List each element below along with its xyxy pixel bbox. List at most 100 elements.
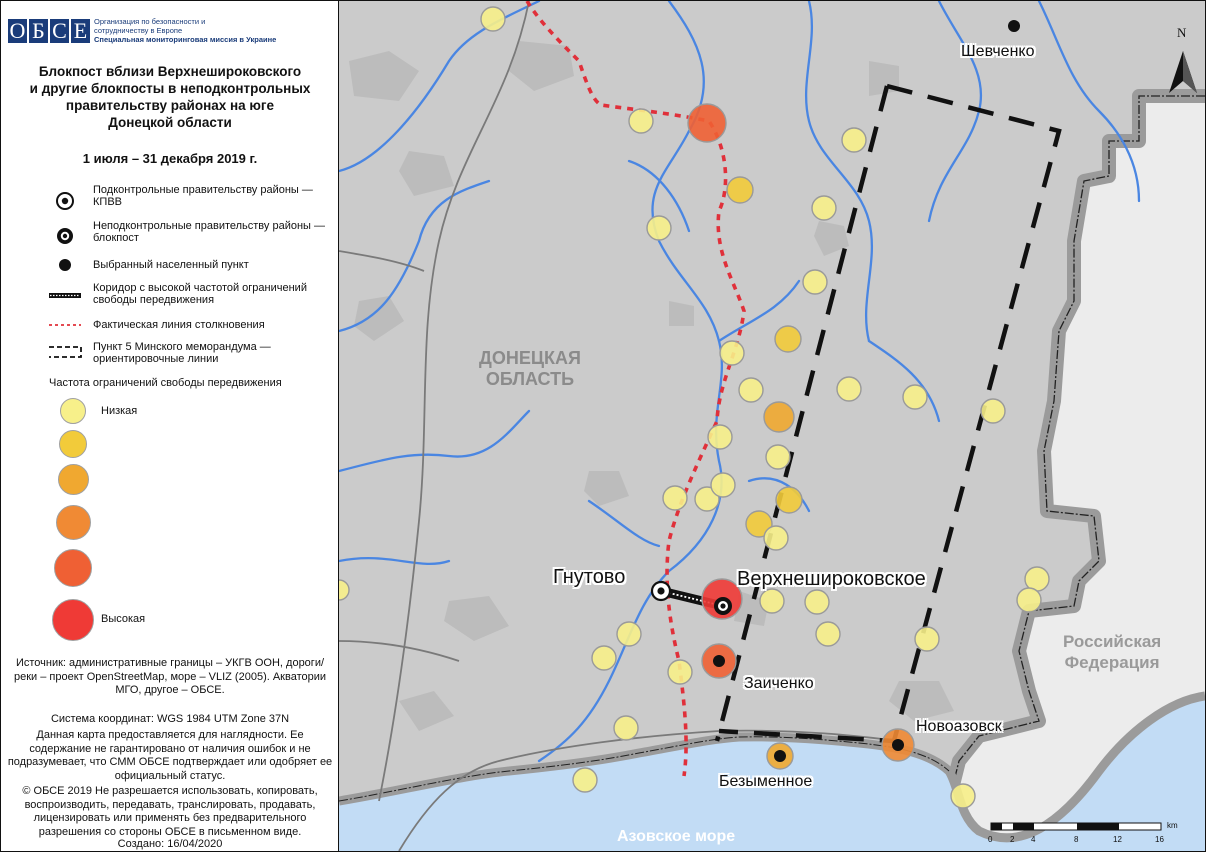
- legend-symbols: [49, 192, 81, 326]
- frequency-marker: [719, 340, 745, 366]
- map-graphics: [339, 1, 1205, 851]
- frequency-marker: [841, 127, 867, 153]
- legend-panel: О Б С Е Организация по безопасности и со…: [1, 1, 339, 851]
- created-date: Создано: 16/04/2020: [117, 838, 223, 850]
- title-line: Блокпост вблизи Верхнешироковского: [38, 64, 302, 79]
- north-arrow-icon: [1169, 51, 1197, 93]
- frequency-markers: [339, 6, 1050, 809]
- disclaimer: Данная карта предоставляется для наглядн…: [7, 729, 333, 782]
- frequency-marker: [591, 645, 617, 671]
- frequency-marker: [815, 621, 841, 647]
- frequency-marker: [687, 103, 727, 143]
- frequency-marker: [707, 424, 733, 450]
- frequency-level-circle: [52, 599, 94, 641]
- frequency-marker: [616, 621, 642, 647]
- frequency-marker: [980, 398, 1006, 424]
- source-credit: Источник: административные границы – УКГ…: [13, 657, 327, 696]
- scale-tick: 8: [1074, 835, 1079, 844]
- scale-tick: 12: [1113, 835, 1122, 844]
- frequency-marker: [694, 486, 720, 512]
- label-country: Российская Федерация: [1063, 631, 1161, 673]
- country-line: Российская: [1063, 632, 1162, 651]
- country-line: Федерация: [1064, 653, 1160, 672]
- scale-tick: 2: [1010, 835, 1015, 844]
- title-line: Донецкой области: [108, 115, 232, 130]
- frequency-marker: [710, 472, 736, 498]
- contact-line: [525, 1, 746, 777]
- scale-tick: 0: [988, 835, 993, 844]
- region-line: ДОНЕЦКАЯ: [479, 348, 581, 368]
- osce-logo-letters: О Б С Е: [8, 17, 90, 43]
- legend-label-memorandum: Пункт 5 Минского меморандума — ориентиро…: [93, 341, 271, 365]
- settlement-novoazovsk-icon: [892, 739, 904, 751]
- logo-letter: С: [50, 18, 69, 43]
- frequency-marker: [775, 486, 803, 514]
- state-border: [928, 95, 1205, 851]
- checkpoint-icon: [56, 192, 74, 210]
- frequency-marker: [765, 444, 791, 470]
- logo-letter: О: [8, 17, 27, 43]
- blockpost-verkhnyshyrokovske-icon: [714, 597, 732, 615]
- frequency-marker: [914, 626, 940, 652]
- label-sea: Азовское море: [617, 828, 736, 845]
- frequency-level-circle: [60, 398, 86, 424]
- north-label: N: [1177, 25, 1187, 40]
- frequency-marker: [738, 377, 764, 403]
- frequency-marker: [662, 485, 688, 511]
- logo-text: Организация по безопасности и сотрудниче…: [94, 17, 276, 44]
- label-zaichenko: Заиченко: [744, 675, 814, 692]
- frequency-level-circle: [54, 549, 92, 587]
- legend-label-contact-line: Фактическая линия столкновения: [93, 319, 265, 331]
- settlement-zaichenko-icon: [713, 655, 725, 667]
- frequency-title: Частота ограничений свободы передвижения: [49, 377, 282, 389]
- title-line: правительству районах на юге: [65, 98, 275, 113]
- frequency-marker: [646, 215, 672, 241]
- frequency-marker: [763, 401, 795, 433]
- osce-logo: О Б С Е Организация по безопасности и со…: [8, 17, 276, 44]
- frequency-marker: [802, 269, 828, 295]
- checkpoint-gnutovo-icon: [650, 580, 672, 602]
- frequency-marker: [1016, 587, 1042, 613]
- memorandum-line-icon: [49, 346, 82, 358]
- scale-unit: km: [1167, 821, 1178, 830]
- label-shevchenko: Шевченко: [961, 43, 1035, 60]
- frequency-high-label: Высокая: [101, 613, 146, 625]
- logo-letter: Е: [71, 18, 90, 43]
- settlement-shevchenko-icon: [1008, 20, 1020, 32]
- frequency-marker: [763, 525, 789, 551]
- frequency-marker: [572, 767, 598, 793]
- frequency-marker: [774, 325, 802, 353]
- frequency-marker: [804, 589, 830, 615]
- coordinate-system: Система координат: WGS 1984 UTM Zone 37N: [50, 713, 290, 725]
- urban-areas: [349, 41, 954, 731]
- frequency-marker: [759, 588, 785, 614]
- logo-letter: Б: [29, 18, 48, 43]
- region-line: ОБЛАСТЬ: [485, 369, 575, 389]
- logo-line: Организация по безопасности и: [94, 17, 206, 26]
- frequency-low-label: Низкая: [101, 405, 138, 417]
- frequency-marker: [480, 6, 506, 32]
- label-novoazovsk: Новоазовск: [916, 718, 1002, 735]
- frequency-level-circle: [55, 504, 91, 540]
- frequency-marker: [902, 384, 928, 410]
- settlement-bezymennoe-icon: [774, 750, 786, 762]
- corridor-icon: [49, 293, 81, 298]
- russia-area: [929, 96, 1205, 851]
- frequency-marker: [726, 176, 754, 204]
- map-canvas[interactable]: Шевченко Гнутово Верхнешироковское Заиче…: [339, 1, 1205, 851]
- map-period: 1 июля – 31 декабря 2019 г.: [82, 151, 258, 166]
- scale-bar: [990, 822, 1162, 831]
- frequency-level-circle: [57, 463, 89, 495]
- coast-border: [339, 736, 950, 802]
- label-bezymennoe: Безыменное: [719, 773, 813, 790]
- logo-line: сотрудничеству в Европе: [94, 26, 183, 35]
- legend-label-settlement: Выбранный населенный пункт: [93, 259, 249, 271]
- frequency-marker: [667, 659, 693, 685]
- frequency-marker: [950, 783, 976, 809]
- label-region: ДОНЕЦКАЯ ОБЛАСТЬ: [479, 348, 581, 390]
- roads: [339, 1, 900, 851]
- legend-label-corridor: Коридор с высокой частотой ограничений с…: [93, 282, 307, 306]
- scale-tick: 16: [1155, 835, 1164, 844]
- blockpost-icon: [57, 228, 73, 244]
